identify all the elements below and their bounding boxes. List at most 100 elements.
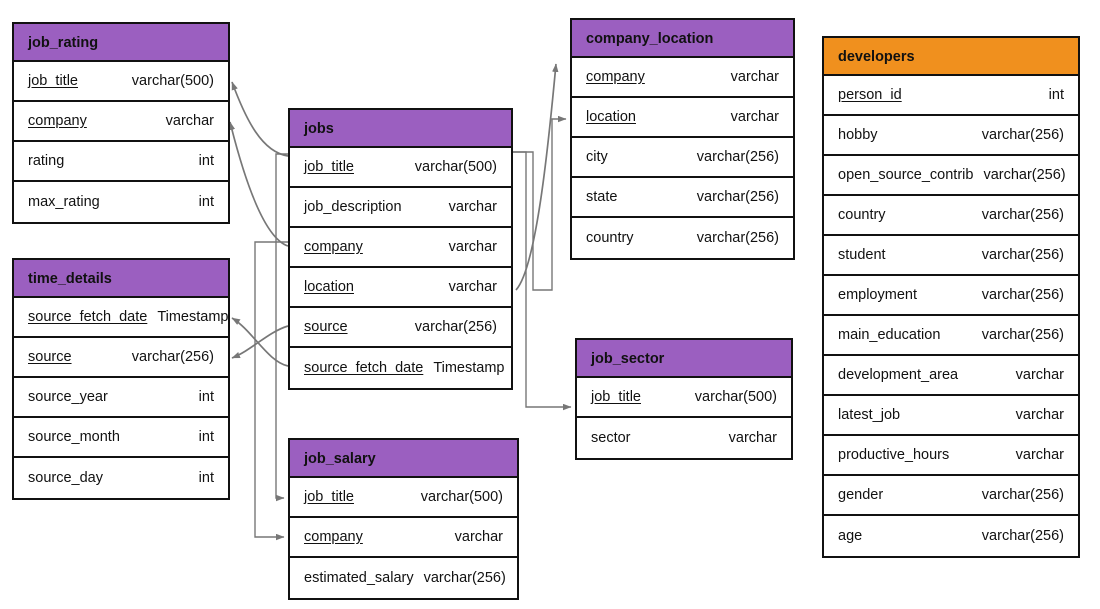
- attribute-row[interactable]: job_title varchar(500): [290, 148, 511, 188]
- attribute-row[interactable]: location varchar: [572, 98, 793, 138]
- attribute-type: varchar(500): [420, 489, 503, 505]
- attribute-name: company: [586, 69, 645, 85]
- entity-title-job-salary: job_salary: [290, 440, 517, 478]
- attribute-row[interactable]: age varchar(256): [824, 516, 1078, 556]
- entity-title-company-location: company_location: [572, 20, 793, 58]
- attribute-row[interactable]: job_title varchar(500): [290, 478, 517, 518]
- attribute-row[interactable]: country varchar(256): [824, 196, 1078, 236]
- attribute-row[interactable]: job_title varchar(500): [577, 378, 791, 418]
- attribute-row[interactable]: sector varchar: [577, 418, 791, 458]
- attribute-name: source: [304, 319, 348, 335]
- attribute-name: country: [838, 207, 886, 223]
- connector-jobs-companylocation-location: [513, 115, 567, 291]
- attribute-type: varchar(256): [981, 487, 1064, 503]
- attribute-row[interactable]: rating int: [14, 142, 228, 182]
- entity-job-salary[interactable]: job_salary job_title varchar(500) compan…: [288, 438, 519, 600]
- attribute-name: source_month: [28, 429, 120, 445]
- connector-jobs-jobsalary-jobtitle: [275, 153, 288, 502]
- attribute-type: varchar(256): [981, 327, 1064, 343]
- entity-job-rating[interactable]: job_rating job_title varchar(500) compan…: [12, 22, 230, 224]
- attribute-row[interactable]: source_day int: [14, 458, 228, 498]
- attribute-type: Timestamp: [433, 360, 505, 376]
- attribute-name: job_title: [304, 159, 354, 175]
- attribute-name: company: [304, 239, 363, 255]
- attribute-type: int: [198, 389, 214, 405]
- attribute-name: job_description: [304, 199, 402, 215]
- attribute-name: company: [28, 113, 87, 129]
- attribute-type: int: [1048, 87, 1064, 103]
- attribute-name: source_fetch_date: [28, 309, 148, 325]
- entity-time-details[interactable]: time_details source_fetch_date Timestamp…: [12, 258, 230, 500]
- attribute-type: int: [198, 429, 214, 445]
- attribute-row[interactable]: source varchar(256): [14, 338, 228, 378]
- attribute-name: gender: [838, 487, 884, 503]
- attribute-type: int: [198, 470, 214, 486]
- attribute-row[interactable]: source_month int: [14, 418, 228, 458]
- attribute-row[interactable]: job_title varchar(500): [14, 62, 228, 102]
- connector-jobs-jobsalary-company: [254, 241, 288, 541]
- attribute-type: varchar(256): [414, 319, 497, 335]
- attribute-row[interactable]: source_fetch_date Timestamp: [14, 298, 228, 338]
- attribute-row[interactable]: hobby varchar(256): [824, 116, 1078, 156]
- attribute-row[interactable]: source varchar(256): [290, 308, 511, 348]
- attribute-row[interactable]: latest_job varchar: [824, 396, 1078, 436]
- attribute-name: job_title: [591, 389, 641, 405]
- attribute-name: source_year: [28, 389, 108, 405]
- attribute-row[interactable]: productive_hours varchar: [824, 436, 1078, 476]
- attribute-row[interactable]: development_area varchar: [824, 356, 1078, 396]
- attribute-type: varchar(256): [981, 127, 1064, 143]
- entity-title-developers: developers: [824, 38, 1078, 76]
- entity-developers[interactable]: developers person_id int hobby varchar(2…: [822, 36, 1080, 558]
- attribute-row[interactable]: open_source_contrib varchar(256): [824, 156, 1078, 196]
- attribute-row[interactable]: student varchar(256): [824, 236, 1078, 276]
- attribute-type: varchar: [1015, 367, 1064, 383]
- attribute-name: location: [586, 109, 636, 125]
- attribute-row[interactable]: company varchar: [290, 228, 511, 268]
- connector-jobs-jobsector-jobtitle: [513, 151, 572, 411]
- entity-jobs[interactable]: jobs job_title varchar(500) job_descript…: [288, 108, 513, 390]
- attribute-type: varchar(256): [696, 149, 779, 165]
- attribute-row[interactable]: main_education varchar(256): [824, 316, 1078, 356]
- attribute-row[interactable]: state varchar(256): [572, 178, 793, 218]
- attribute-name: sector: [591, 430, 631, 446]
- attribute-name: age: [838, 528, 863, 544]
- attribute-name: development_area: [838, 367, 959, 383]
- attribute-row[interactable]: job_description varchar: [290, 188, 511, 228]
- attribute-row[interactable]: employment varchar(256): [824, 276, 1078, 316]
- attribute-type: varchar: [1015, 447, 1064, 463]
- attribute-row[interactable]: location varchar: [290, 268, 511, 308]
- attribute-type: int: [198, 194, 214, 210]
- attribute-type: varchar(256): [696, 189, 779, 205]
- attribute-row[interactable]: city varchar(256): [572, 138, 793, 178]
- attribute-row[interactable]: company varchar: [14, 102, 228, 142]
- attribute-name: source_fetch_date: [304, 360, 424, 376]
- attribute-type: varchar: [1015, 407, 1064, 423]
- attribute-row[interactable]: company varchar: [290, 518, 517, 558]
- connector-jobs-jobrating-company: [228, 121, 289, 247]
- connector-jobs-timedetails-source: [231, 325, 289, 359]
- attribute-row[interactable]: max_rating int: [14, 182, 228, 222]
- attribute-row[interactable]: person_id int: [824, 76, 1078, 116]
- attribute-name: productive_hours: [838, 447, 950, 463]
- attribute-row[interactable]: estimated_salary varchar(256): [290, 558, 517, 598]
- connector-jobs-timedetails-fetchdate: [231, 317, 289, 367]
- attribute-name: hobby: [838, 127, 878, 143]
- attribute-row[interactable]: country varchar(256): [572, 218, 793, 258]
- entity-title-job-sector: job_sector: [577, 340, 791, 378]
- entity-job-sector[interactable]: job_sector job_title varchar(500) sector…: [575, 338, 793, 460]
- attribute-type: varchar(256): [981, 247, 1064, 263]
- attribute-type: varchar: [165, 113, 214, 129]
- attribute-row[interactable]: source_fetch_date Timestamp: [290, 348, 511, 388]
- attribute-type: varchar: [448, 239, 497, 255]
- attribute-name: employment: [838, 287, 917, 303]
- attribute-type: varchar(256): [423, 570, 506, 586]
- entity-company-location[interactable]: company_location company varchar locatio…: [570, 18, 795, 260]
- connector-jobs-jobrating-jobtitle: [231, 81, 289, 157]
- attribute-type: varchar(256): [981, 287, 1064, 303]
- attribute-row[interactable]: company varchar: [572, 58, 793, 98]
- attribute-name: location: [304, 279, 354, 295]
- attribute-row[interactable]: source_year int: [14, 378, 228, 418]
- attribute-name: country: [586, 230, 634, 246]
- attribute-row[interactable]: gender varchar(256): [824, 476, 1078, 516]
